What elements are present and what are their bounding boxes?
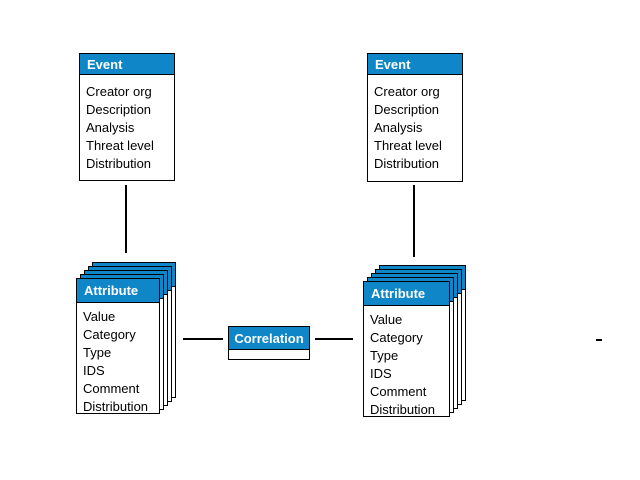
attribute-entity-left-header: Attribute xyxy=(77,279,159,303)
field-value: Value xyxy=(370,312,403,327)
event-entity-right-body: Creator org Description Analysis Threat … xyxy=(368,75,462,173)
event-entity-left-body: Creator org Description Analysis Threat … xyxy=(80,75,174,173)
event-entity-right: Event Creator org Description Analysis T… xyxy=(367,53,463,182)
attribute-entity-left-body: Value Category Type IDS Comment Distribu… xyxy=(77,303,159,416)
field-creator-org: Creator org xyxy=(86,84,152,99)
stray-mark xyxy=(596,339,602,341)
attribute-entity-right-header: Attribute xyxy=(364,282,449,306)
field-analysis: Analysis xyxy=(374,120,423,135)
attribute-entity-right: Attribute Value Category Type IDS Commen… xyxy=(363,281,450,417)
event-entity-left-title: Event xyxy=(87,56,123,72)
connector-event-to-attribute-right xyxy=(413,185,415,257)
field-comment: Comment xyxy=(370,384,427,399)
correlation-entity: Correlation xyxy=(228,326,310,360)
event-entity-left-header: Event xyxy=(80,54,174,75)
field-distribution: Distribution xyxy=(374,156,440,171)
attribute-entity-left-title: Attribute xyxy=(84,283,139,298)
field-analysis: Analysis xyxy=(86,120,135,135)
correlation-title: Correlation xyxy=(234,330,304,346)
event-entity-right-title: Event xyxy=(375,56,411,72)
event-entity-left: Event Creator org Description Analysis T… xyxy=(79,53,175,181)
connector-correlation-to-attribute-right xyxy=(315,338,353,340)
correlation-body xyxy=(229,350,309,358)
field-distribution: Distribution xyxy=(370,402,436,417)
connector-event-to-attribute-left xyxy=(125,185,127,253)
correlation-header: Correlation xyxy=(229,327,309,350)
field-threat-level: Threat level xyxy=(374,138,442,153)
field-comment: Comment xyxy=(83,381,140,396)
attribute-entity-right-title: Attribute xyxy=(371,286,426,301)
field-creator-org: Creator org xyxy=(374,84,440,99)
attribute-entity-left: Attribute Value Category Type IDS Commen… xyxy=(76,278,160,414)
connector-attribute-to-correlation-left xyxy=(183,338,223,340)
attribute-entity-right-body: Value Category Type IDS Comment Distribu… xyxy=(364,306,449,419)
field-distribution: Distribution xyxy=(83,399,149,414)
field-type: Type xyxy=(83,345,112,360)
field-threat-level: Threat level xyxy=(86,138,154,153)
field-distribution: Distribution xyxy=(86,156,152,171)
field-description: Description xyxy=(86,102,152,117)
event-entity-right-header: Event xyxy=(368,54,462,75)
field-category: Category xyxy=(370,330,423,345)
field-ids: IDS xyxy=(83,363,105,378)
field-ids: IDS xyxy=(370,366,392,381)
field-value: Value xyxy=(83,309,116,324)
field-description: Description xyxy=(374,102,440,117)
field-type: Type xyxy=(370,348,399,363)
field-category: Category xyxy=(83,327,136,342)
